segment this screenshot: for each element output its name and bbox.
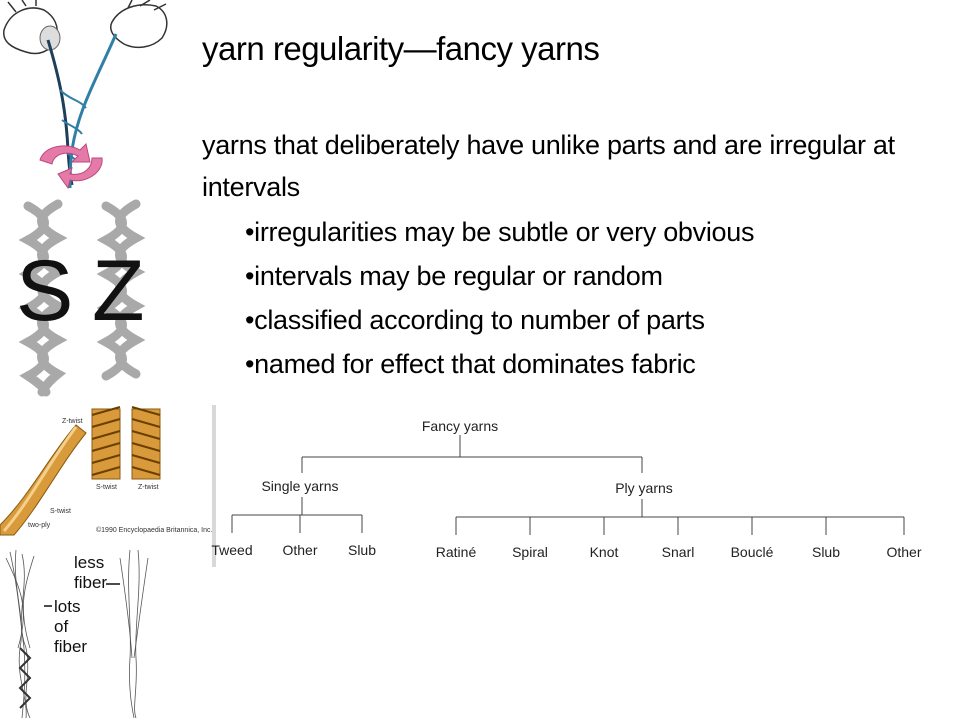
tree-leaf-ratine: Ratiné <box>436 544 477 560</box>
tree-leaf-slub: Slub <box>812 544 840 560</box>
lots-fiber-label-line1: lots <box>54 597 80 616</box>
s-z-twist-illustration: S Z <box>16 199 146 397</box>
tree-leaf-spiral: Spiral <box>512 544 548 560</box>
lots-fiber-label-line3: fiber <box>54 637 87 656</box>
bullet-list: irregularities may be subtle or very obv… <box>245 210 754 386</box>
bullet-item: irregularities may be subtle or very obv… <box>245 210 754 254</box>
hands-twisting-yarn-illustration <box>3 0 168 190</box>
tree-left-edge-bar <box>212 405 216 567</box>
tree-leaf-knot: Knot <box>590 544 619 560</box>
less-fiber-label-line1: less <box>74 553 104 572</box>
bullet-item: named for effect that dominates fabric <box>245 342 754 386</box>
z-twist-label: Z-twist <box>62 418 83 425</box>
s-twist-label: S-twist <box>50 508 71 515</box>
lots-fiber-label-line2: of <box>54 617 68 636</box>
tree-node-single-yarns: Single yarns <box>261 478 338 494</box>
tree-leaf-boucle: Bouclé <box>731 544 774 560</box>
bullet-item: classified according to number of parts <box>245 298 754 342</box>
fiber-amount-illustration: less fiber lots of fiber <box>5 549 149 719</box>
tree-leaf-slub: Slub <box>348 542 376 558</box>
slide-title: yarn regularity—fancy yarns <box>202 30 600 67</box>
s-twist-small-label: S-twist <box>96 484 117 491</box>
copyright-note: ©1990 Encyclopaedia Britannica, Inc. <box>96 526 213 534</box>
tree-root-fancy-yarns: Fancy yarns <box>422 418 498 434</box>
s-twist-label: S <box>16 243 73 339</box>
tree-node-ply-yarns: Ply yarns <box>615 480 673 496</box>
z-twist-label: Z <box>92 243 145 339</box>
tree-leaf-tweed: Tweed <box>211 542 252 558</box>
bullet-item: intervals may be regular or random <box>245 254 754 298</box>
tree-leaf-other: Other <box>282 542 317 558</box>
tree-leaf-other: Other <box>886 544 921 560</box>
two-ply-label: two-ply <box>28 522 51 529</box>
less-fiber-label-line2: fiber <box>74 573 107 592</box>
tree-leaf-snarl: Snarl <box>662 544 695 560</box>
slide-intro-text: yarns that deliberately have unlike part… <box>202 130 895 202</box>
ply-yarn-illustration: Z-twist S-twist two-ply S-twist Z-twist … <box>0 406 213 536</box>
fancy-yarns-tree-diagram: Fancy yarns Single yarns Ply yarns Tweed… <box>211 405 922 567</box>
z-twist-small-label: Z-twist <box>138 484 159 491</box>
